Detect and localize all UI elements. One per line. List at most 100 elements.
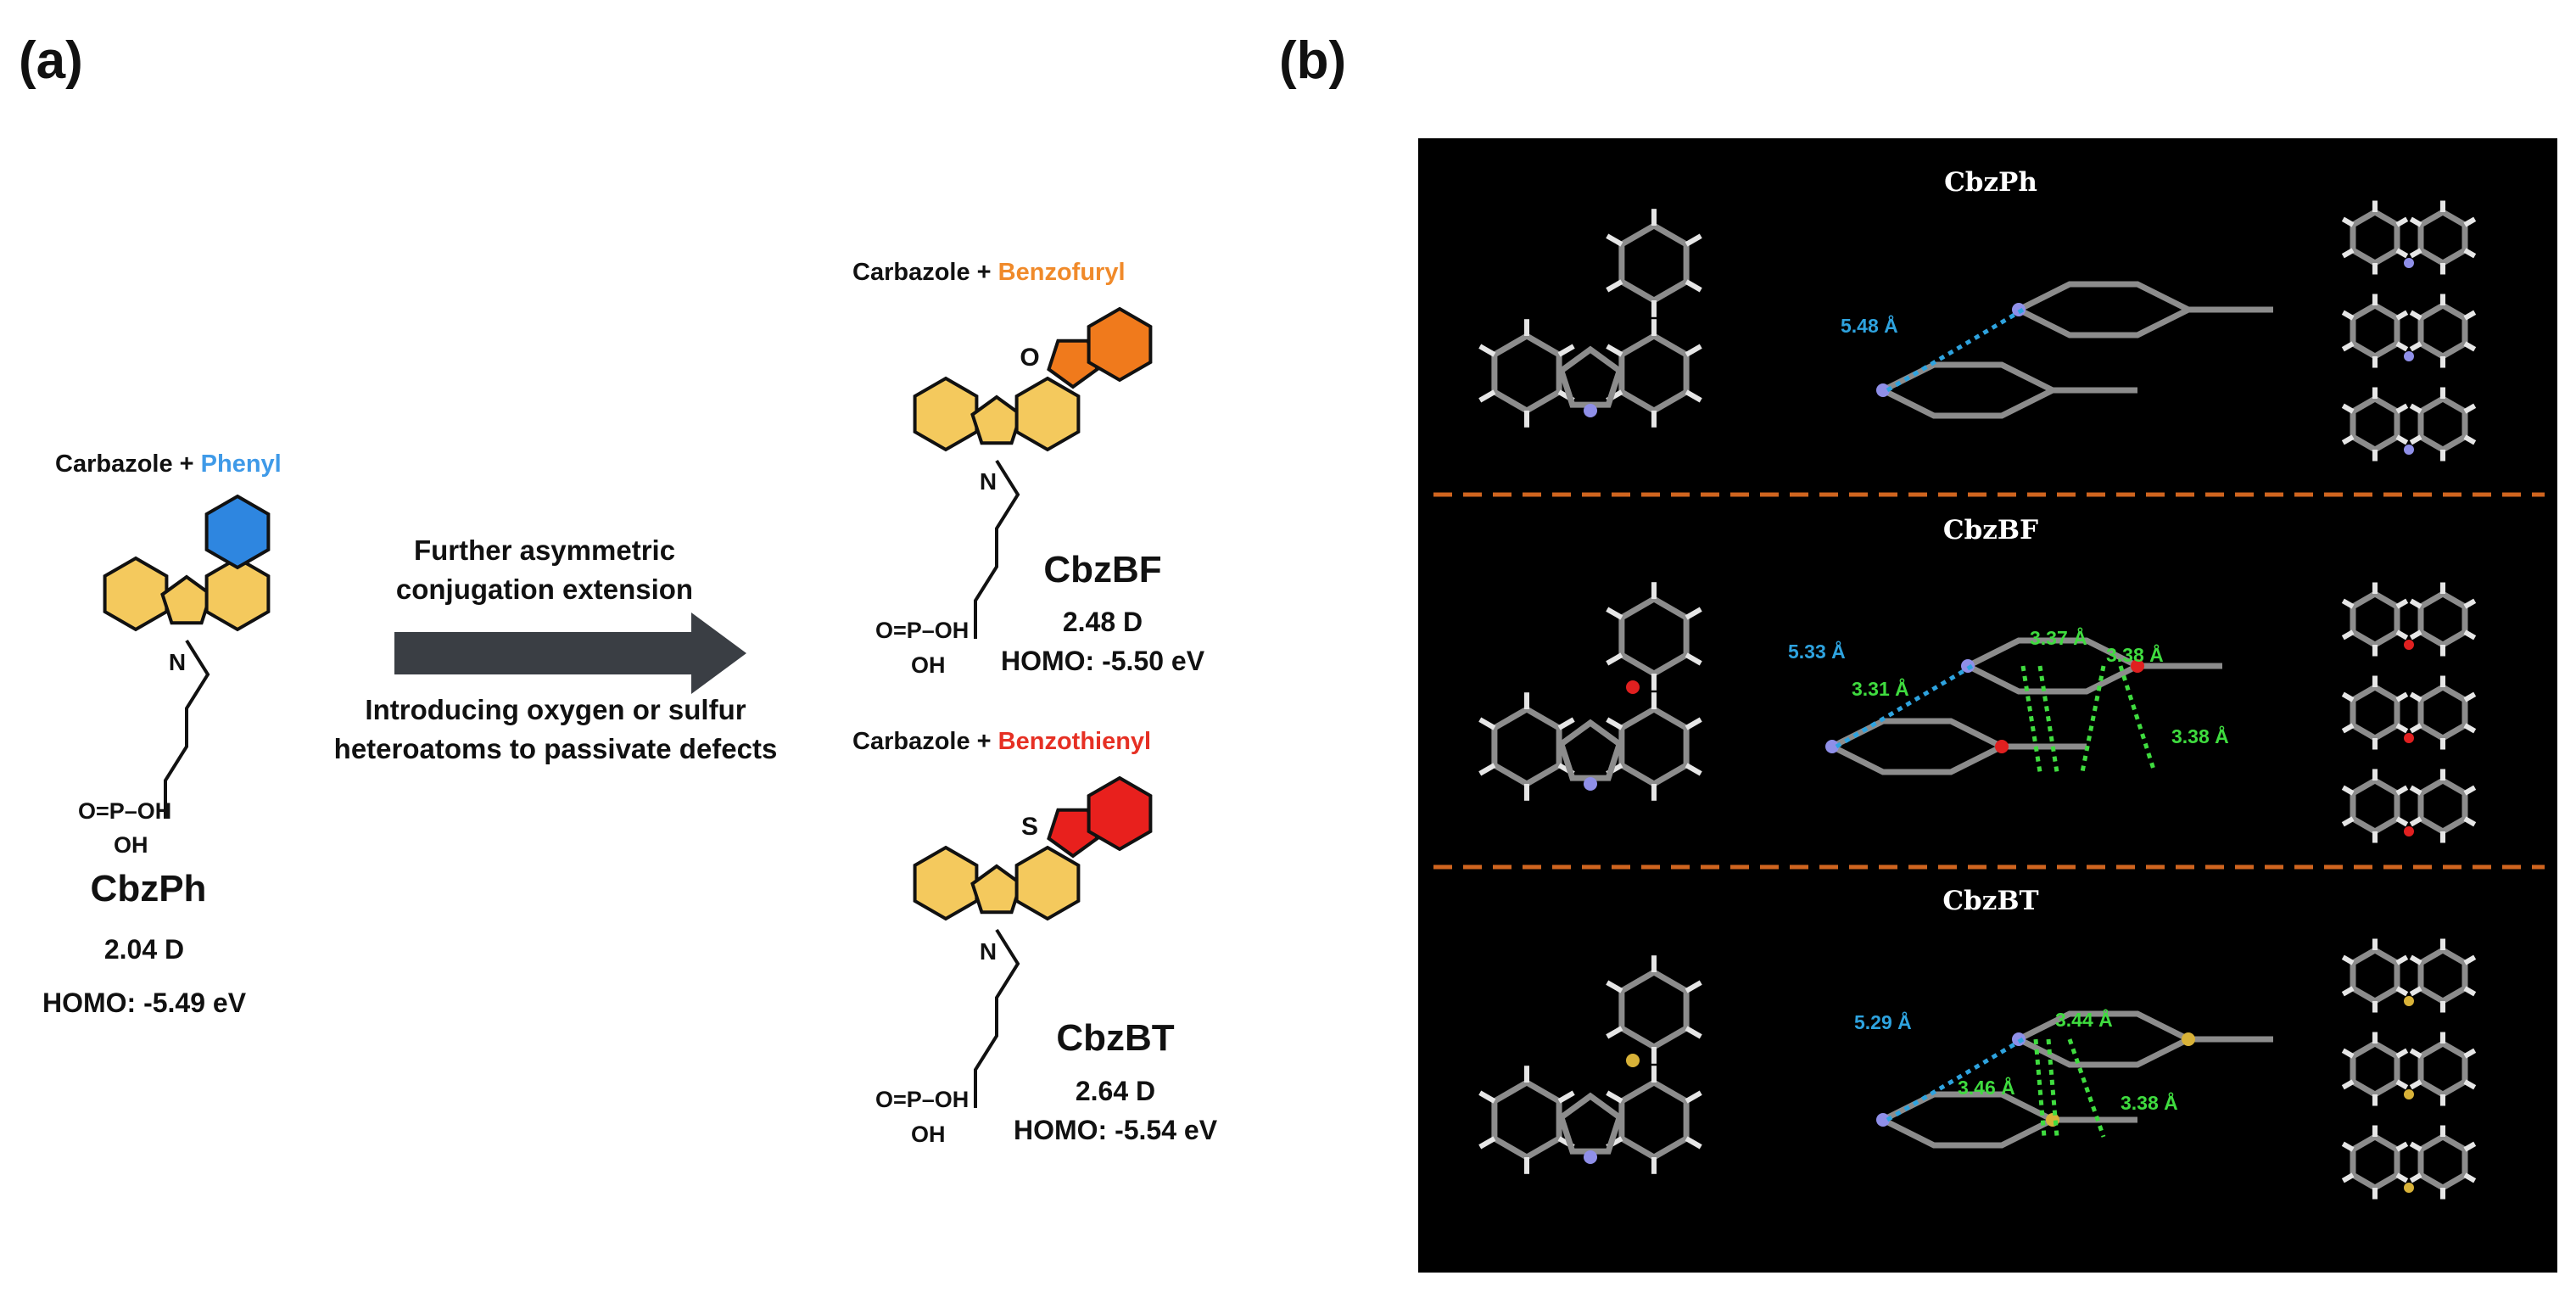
cbzph-acid-oh: OH (114, 832, 148, 858)
hydrogen-bond (2409, 1048, 2422, 1059)
hydrogen-bond (2341, 1079, 2355, 1090)
hydrogen-bond (2463, 248, 2477, 259)
hydrogen-bond (1685, 1026, 1702, 1039)
hydrogen-bond (2395, 248, 2409, 259)
carbazole-pyrrole-ring (970, 394, 1023, 445)
hydrogen-bond (1606, 279, 1623, 293)
hydrogen-bond (2341, 691, 2355, 702)
hydrogen-bond (2395, 341, 2409, 352)
hydrogen-bond (1685, 717, 1702, 730)
hydrogen-bond (2409, 954, 2422, 965)
hydrogen-bond (1685, 1090, 1702, 1104)
row-title-cbzbf: CbzBF (1943, 515, 2038, 545)
carbazole-pyrrole-ring (160, 574, 213, 625)
cbzph-homo: HOMO: -5.49 eV (42, 987, 247, 1018)
hydrogen-bond (1606, 233, 1623, 247)
hydrogen-bond (1557, 717, 1575, 730)
hydrogen-bond (2409, 310, 2422, 321)
hydrogen-bond (1685, 344, 1702, 357)
butyl-chain (974, 459, 1020, 639)
butyl-chain (164, 639, 210, 819)
panel-b-label: (b) (1279, 31, 1346, 90)
heteroatom (2131, 659, 2144, 673)
hydrogen-bond (2341, 986, 2355, 997)
hydrogen-bond (2409, 723, 2422, 734)
distance-label-cbzbt-green-3: 3.38 Å (2121, 1091, 2178, 1114)
packed-atom (2404, 996, 2414, 1006)
distance-label-cbzbf-green-2: 3.37 Å (2030, 626, 2087, 649)
contact-line-cbzbt-green-2 (2046, 1038, 2059, 1138)
crystal-panel-background (1418, 138, 2557, 1273)
nitrogen-atom (1584, 404, 1597, 417)
nitrogen-atom (1876, 1113, 1890, 1127)
heteroatom (1626, 680, 1640, 694)
packed-atom (2404, 1089, 2414, 1099)
cbzbf-structure (913, 306, 1153, 639)
cbzph-structure (103, 494, 271, 819)
arrow-bottom-line2: heteroatoms to passivate defects (334, 733, 778, 764)
hydrogen-bond (1685, 763, 1702, 776)
hydrogen-bond (2341, 434, 2355, 445)
hydrogen-bond (2463, 310, 2477, 321)
hydrogen-bond (2409, 816, 2422, 827)
hydrogen-bond (2409, 216, 2422, 227)
cbzph-n-atom: N (169, 649, 186, 675)
row-title-cbzph: CbzPh (1944, 167, 2037, 198)
carbazole-left-ring (103, 556, 169, 632)
contact-lines (1835, 307, 2157, 1138)
arrow-top-line1: Further asymmetric (414, 534, 675, 566)
hydrogen-bond (2395, 403, 2409, 414)
hydrogen-bond (2341, 248, 2355, 259)
cbzbf-caption: Carbazole + Benzofuryl (852, 259, 1126, 286)
hydrogen-bond (2341, 598, 2355, 609)
hydrogen-bond (1478, 344, 1496, 357)
hydrogen-bond (1606, 1026, 1623, 1039)
hydrogen-bond (1606, 717, 1623, 730)
cbzbt-homo: HOMO: -5.54 eV (1014, 1115, 1218, 1145)
cbzph-name: CbzPh (91, 868, 207, 909)
distance-label-cbzbf-green-4: 3.38 Å (2171, 725, 2229, 747)
contact-line-cbzbt-green-3 (2067, 1038, 2106, 1138)
hydrogen-bond (2463, 1048, 2477, 1059)
hydrogen-bond (2409, 434, 2422, 445)
hydrogen-bond (2395, 816, 2409, 827)
hydrogen-bond (1478, 1090, 1496, 1104)
hydrogen-bond (2341, 216, 2355, 227)
hydrogen-bond (1685, 1136, 1702, 1150)
hydrogen-bond (2395, 785, 2409, 796)
hydrogen-bond (2409, 1079, 2422, 1090)
nitrogen-atom (1584, 777, 1597, 791)
row-title-cbzbt: CbzBT (1942, 886, 2038, 916)
distance-label-cbzbt-blue: 5.29 Å (1854, 1010, 1912, 1033)
hydrogen-bond (1606, 607, 1623, 620)
cbzbt-name: CbzBT (1056, 1017, 1174, 1059)
carbazole-left-ring (913, 376, 979, 452)
hydrogen-bond (2395, 1172, 2409, 1183)
carbazole-left-ring (913, 845, 979, 921)
distance-label-cbzbf-blue: 5.33 Å (1788, 640, 1846, 663)
hydrogen-bond (2409, 785, 2422, 796)
hydrogen-bond (1557, 344, 1575, 357)
packed-atom (2404, 733, 2414, 743)
fused-benzene-ring (1087, 306, 1153, 383)
hydrogen-bond (2341, 310, 2355, 321)
hydrogen-bond (2463, 403, 2477, 414)
hydrogen-bond (2341, 1172, 2355, 1183)
cbzbf-hetero-atom: O (1020, 344, 1039, 372)
hydrogen-bond (2409, 629, 2422, 641)
fused-benzene-ring (204, 494, 271, 570)
hydrogen-bond (1685, 652, 1702, 666)
carbazole-right-ring (1014, 845, 1081, 921)
hydrogen-bond (1685, 279, 1702, 293)
arrow-bottom-line1: Introducing oxygen or sulfur (365, 694, 746, 725)
cbzph-caption: Carbazole + Phenyl (55, 450, 282, 478)
cbzbf-n-atom: N (980, 468, 997, 495)
hydrogen-bond (2463, 691, 2477, 702)
fused-benzene-ring (1087, 775, 1153, 852)
hydrogen-bond (2341, 954, 2355, 965)
cbzph-acid-group: O=P–OH (78, 798, 171, 824)
hydrogen-bond (1478, 389, 1496, 403)
hydrogen-bond (2409, 691, 2422, 702)
carbazole-pyrrole-ring (970, 864, 1023, 915)
hydrogen-bond (2341, 723, 2355, 734)
